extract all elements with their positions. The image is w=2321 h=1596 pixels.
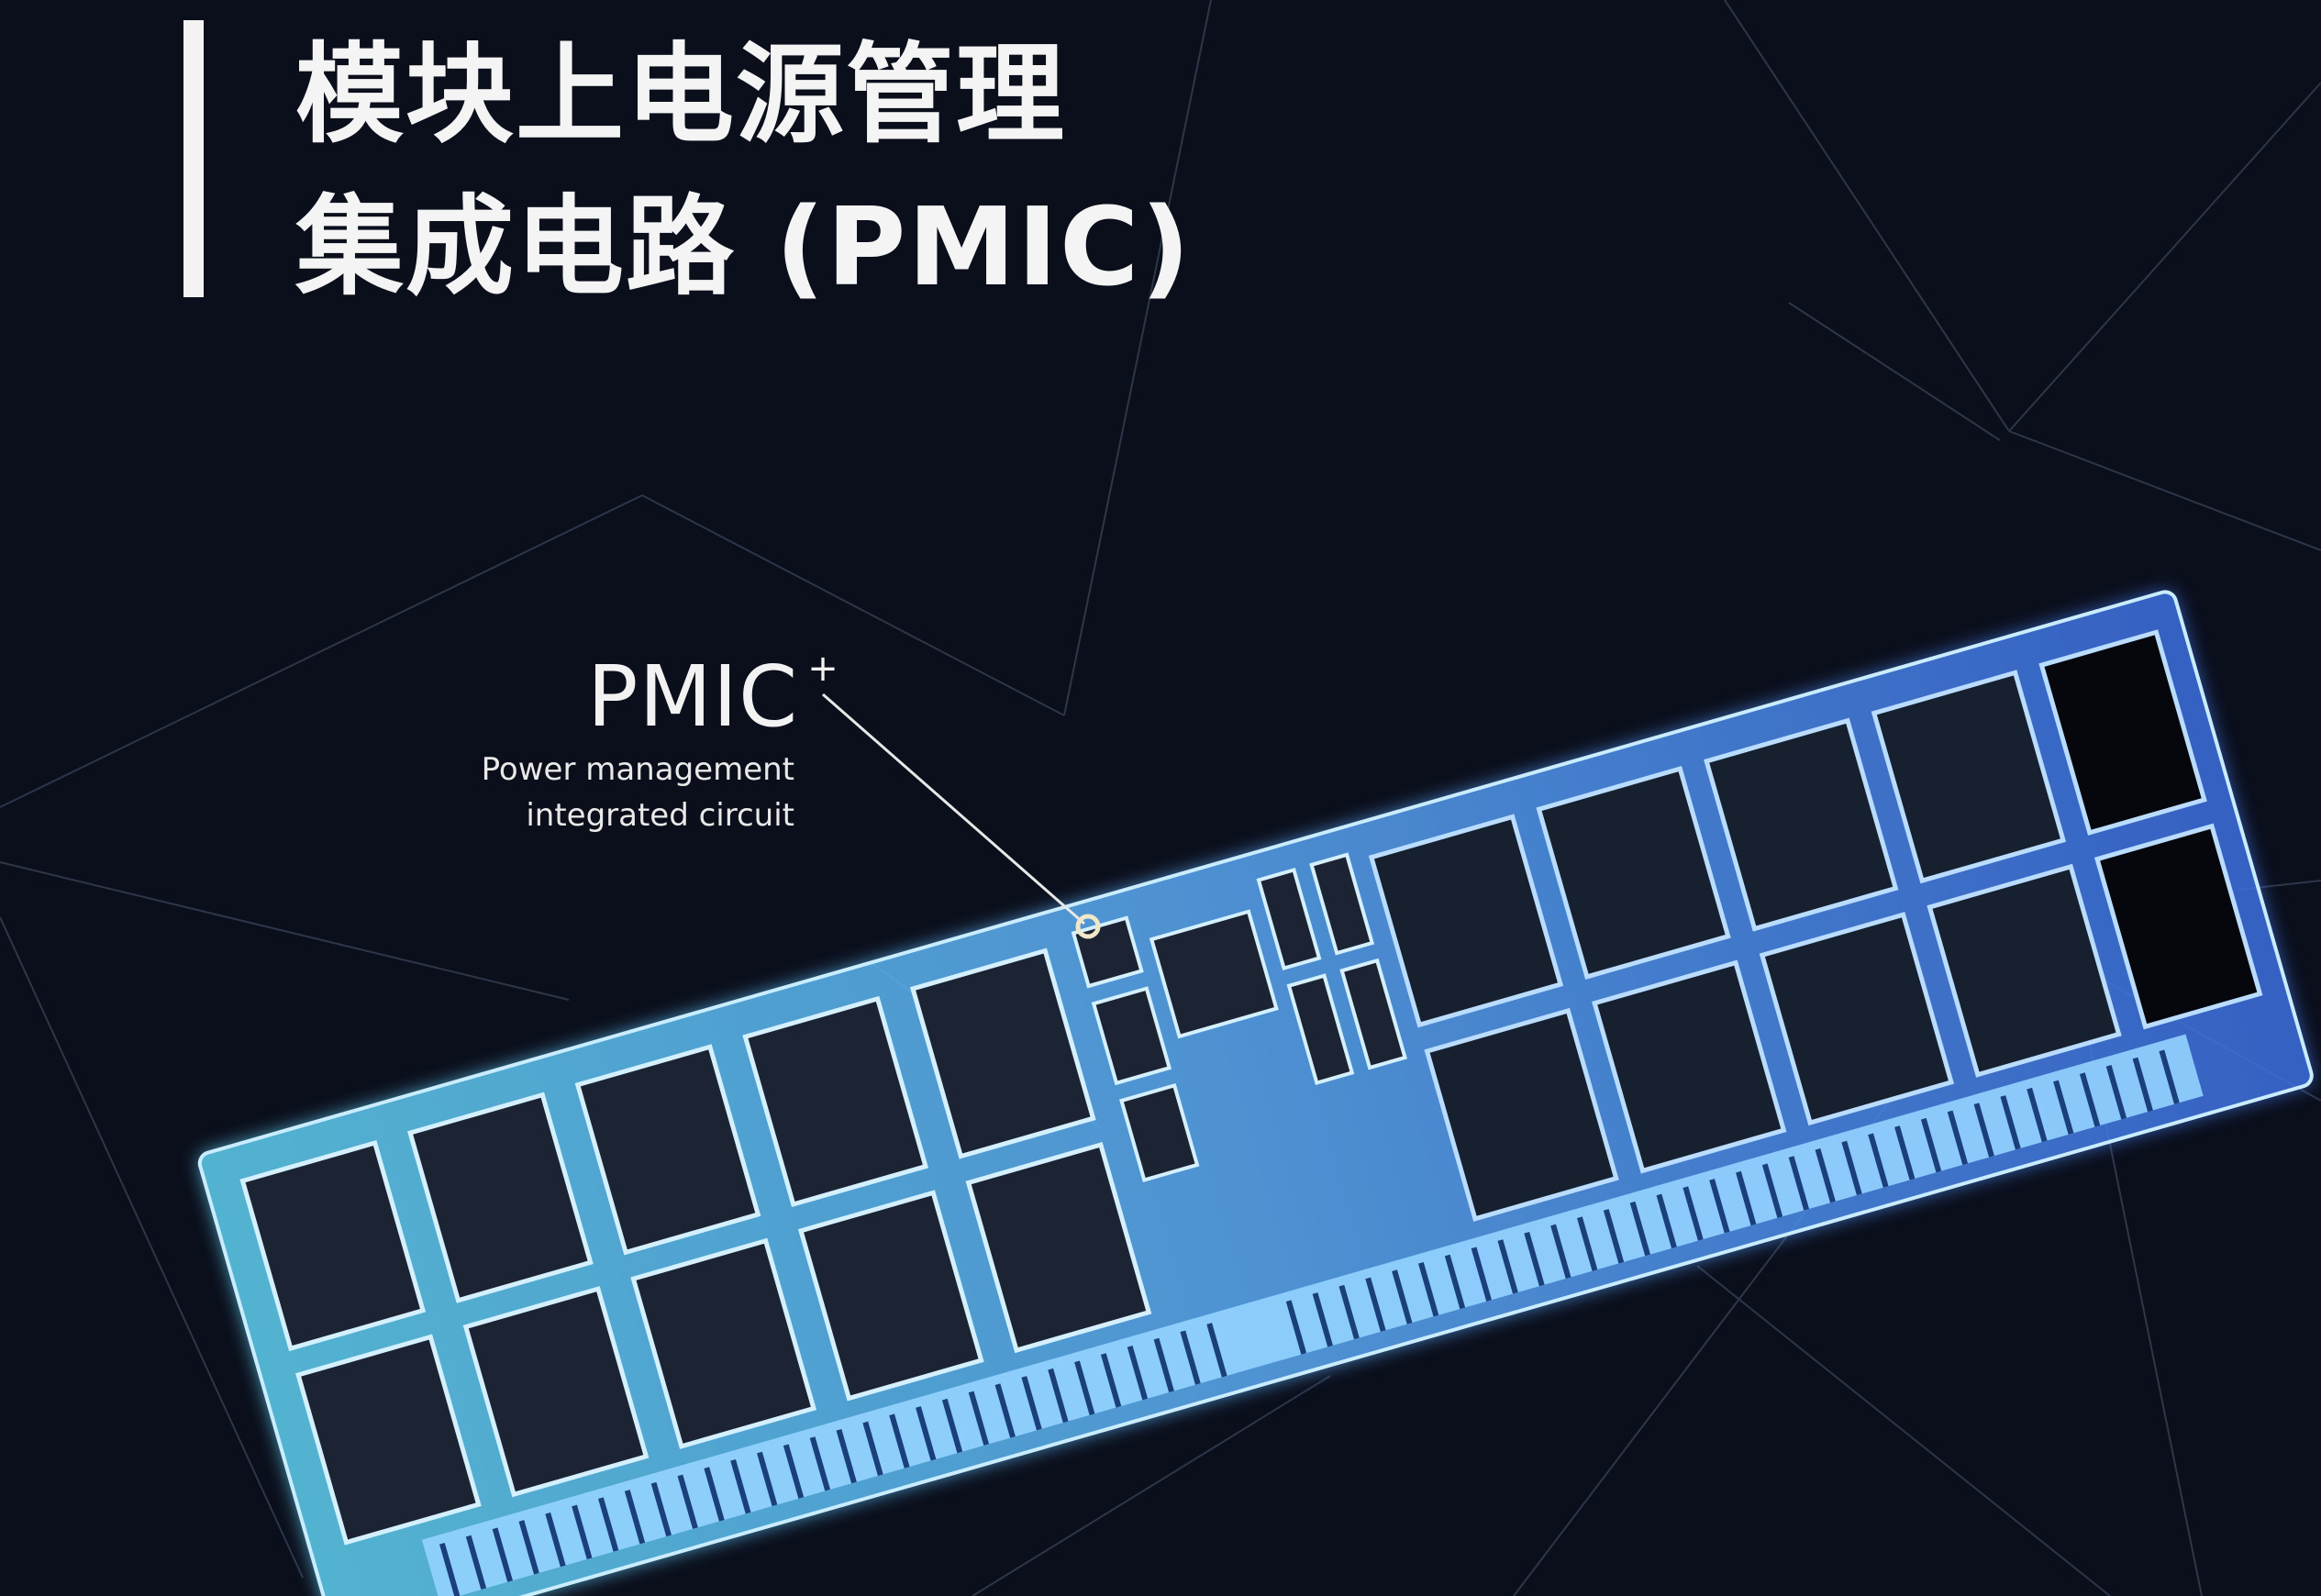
dram-chip — [1871, 670, 2067, 884]
pmic-chip — [1149, 909, 1279, 1039]
dram-chip — [1927, 863, 2122, 1078]
plus-marker-icon: + — [807, 648, 839, 690]
dram-chip — [1368, 814, 1564, 1028]
title-line-2: 集成电路 (PMIC) — [295, 183, 1193, 310]
dram-chip — [1592, 959, 1787, 1174]
dram-chip — [2093, 823, 2263, 1030]
dram-chip — [1704, 717, 1899, 932]
dram-chip — [462, 1286, 650, 1498]
title-accent-bar — [183, 20, 204, 297]
dram-chip — [2038, 629, 2207, 836]
dram-chip — [909, 948, 1096, 1159]
dram-chip — [797, 1190, 984, 1402]
dram-chip — [965, 1141, 1152, 1354]
page-title: 模块上电源管理 集成电路 (PMIC) — [295, 18, 1192, 323]
dram-chip — [407, 1092, 594, 1303]
pmic-marker-ring — [1075, 914, 1101, 939]
dram-chip — [1424, 1007, 1619, 1222]
pmic-description: Power management integrated circuit — [481, 751, 794, 834]
dram-chip — [1759, 912, 1955, 1126]
dram-chip — [630, 1237, 817, 1449]
title-line-1: 模块上电源管理 — [295, 31, 1067, 158]
dram-chip — [574, 1044, 761, 1256]
dram-chip — [239, 1139, 427, 1352]
pmic-leader-line — [822, 693, 1085, 925]
dram-chip — [1536, 766, 1731, 980]
dram-chip — [742, 995, 929, 1208]
dram-chip — [295, 1334, 482, 1546]
pmic-label: PMIC+ — [587, 648, 839, 746]
